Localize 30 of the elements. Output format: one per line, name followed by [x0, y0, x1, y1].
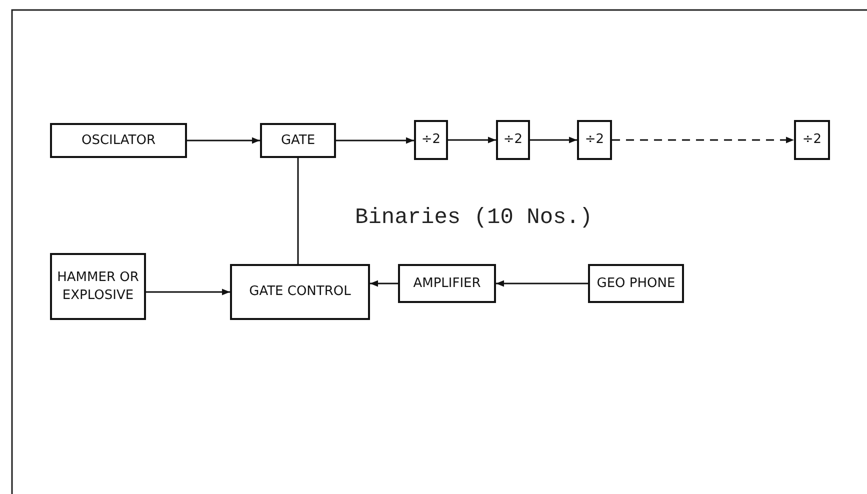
box-label: ÷2 [421, 131, 441, 149]
box-label: HAMMER OR EXPLOSIVE [56, 268, 140, 304]
process-box [50, 253, 146, 320]
arrow [612, 136, 794, 144]
box-label: ÷2 [503, 131, 523, 149]
arrow [496, 280, 588, 287]
process-box [260, 123, 336, 158]
arrow [530, 136, 577, 144]
arrow [336, 137, 414, 144]
process-box [577, 120, 612, 160]
process-box [414, 120, 448, 160]
box-label: OSCILATOR [81, 132, 156, 150]
process-box [588, 264, 684, 303]
process-box [50, 123, 187, 158]
process-box [496, 120, 530, 160]
annotation-text: Binaries (10 Nos.) [355, 205, 593, 230]
box-label: GATE [280, 132, 316, 150]
process-box [230, 264, 370, 320]
box-label: GEO PHONE [596, 274, 676, 292]
connector-line [297, 158, 299, 264]
box-label: ÷2 [802, 131, 822, 149]
box-label: AMPLIFIER [413, 274, 481, 292]
arrow [448, 136, 496, 144]
box-label: ÷2 [584, 131, 604, 149]
arrow [370, 280, 398, 287]
arrow [187, 137, 260, 144]
process-box [794, 120, 830, 160]
box-label: GATE CONTROL [249, 283, 351, 301]
arrow [146, 288, 230, 296]
process-box [398, 264, 496, 303]
